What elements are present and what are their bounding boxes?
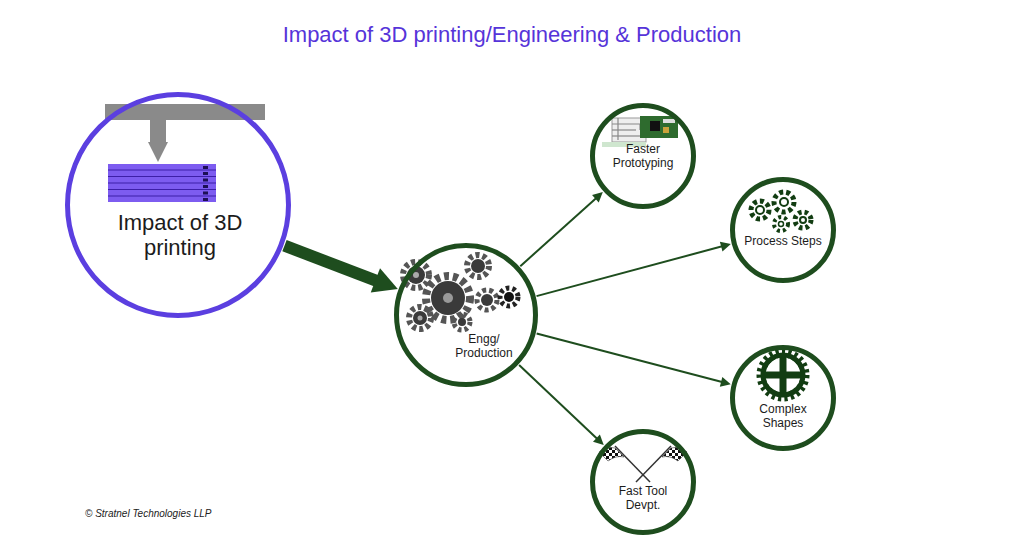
arrow-connector [519, 365, 604, 445]
arrow-connector [537, 242, 731, 296]
gears-icon [751, 192, 811, 231]
gears-icon [403, 255, 518, 330]
hub-circle: Engg/ Production [394, 243, 538, 387]
impact-circle: Faster Prototyping [590, 103, 696, 209]
wheel-icon [761, 353, 805, 397]
arrow-connector [537, 333, 731, 386]
arrow-connector [520, 192, 603, 266]
node-label: Impact of 3D printing [95, 210, 265, 261]
flags-icon [599, 446, 687, 482]
circle-outline [394, 243, 538, 387]
impact-circle: Complex Shapes [730, 345, 836, 451]
circle-outline [730, 345, 836, 451]
circle-outline [730, 177, 836, 283]
thick-arrow [284, 246, 397, 293]
impact-circle: Fast Tool Devpt. [590, 429, 696, 535]
circle-outline [65, 92, 291, 318]
node-label: Fast Tool Devpt. [601, 485, 685, 513]
start-circle: Impact of 3D printing [65, 92, 291, 318]
node-label: Process Steps [741, 235, 825, 249]
node-label: Faster Prototyping [596, 143, 690, 171]
printer-icon [105, 104, 265, 202]
circle-outline [590, 429, 696, 535]
node-label: Engg/ Production [444, 333, 524, 361]
impact-circle: Process Steps [730, 177, 836, 283]
diagram-title: Impact of 3D printing/Engineering & Prod… [0, 22, 1024, 48]
node-label: Complex Shapes [741, 403, 825, 431]
copyright-note: © Stratnel Technologies LLP [85, 508, 212, 519]
